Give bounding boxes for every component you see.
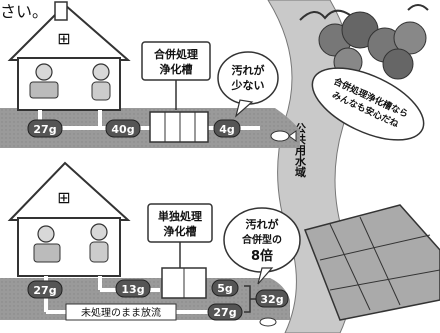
top-plant-label-line1: 合併処理 [154, 47, 198, 61]
header-fragment: さい。 [0, 2, 48, 21]
top-speech-bubble: 汚れが 少ない [217, 51, 279, 118]
top-amount-mid-badge [105, 119, 141, 138]
bottom-plant-label: 単独処理 浄化槽 [147, 203, 213, 268]
sum-bracket [244, 285, 256, 313]
top-amount-out-badge [213, 119, 241, 138]
bottom-amount-left-badge [27, 280, 63, 299]
bottom-amount-left: 27g [33, 284, 56, 297]
bottom-plant-label-line1: 単独処理 [158, 209, 202, 223]
top-plant-label-line2: 浄化槽 [160, 62, 193, 76]
top-amount-in: 27g [33, 123, 56, 136]
top-amount-in-badge [27, 119, 63, 138]
bottom-scene: ⊞ 27g 13g 単独処理 浄化槽 5g 27 [0, 161, 301, 321]
bottom-amount-mid-badge [115, 279, 151, 298]
bottom-amount-untreated-badge [207, 303, 243, 321]
top-person-left [35, 63, 53, 81]
bottom-window-icon: ⊞ [57, 188, 70, 207]
bottom-amount-out-untreated: 27g [213, 306, 236, 319]
bottom-bubble-line3: 8倍 [251, 248, 273, 264]
untreated-label-box [65, 303, 177, 321]
top-window-icon: ⊞ [57, 29, 70, 48]
bottom-person-left [37, 225, 55, 243]
bottom-bubble-line2: 合併型の [241, 233, 282, 246]
bottom-amount-treated-badge [211, 279, 239, 297]
top-house: ⊞ [7, 1, 131, 111]
bottom-person-right [90, 223, 108, 241]
top-scene: ⊞ 27g 40g 4g 合併処理 [0, 1, 300, 148]
top-person-right [92, 63, 110, 81]
bottom-amount-total: 32g [260, 293, 283, 306]
bottom-speech-bubble: 汚れが 合併型の 8倍 [223, 207, 301, 285]
bottom-treatment-tank [161, 267, 207, 299]
forest-speech-bubble: 合併処理浄化槽なら みんなも安心だね [311, 67, 425, 141]
bottom-house: ⊞ [7, 161, 131, 277]
bottom-amount-total-badge [255, 289, 289, 308]
bottom-bubble-line1: 汚れが [246, 217, 279, 231]
top-plant-label: 合併処理 浄化槽 [141, 41, 211, 110]
top-bubble-line1: 汚れが [232, 63, 265, 77]
top-amount-out: 4g [219, 123, 235, 136]
forest [318, 11, 427, 80]
top-bubble-line2: 少ない [231, 78, 265, 92]
top-treatment-tank [149, 111, 209, 143]
bottom-plant-label-line2: 浄化槽 [164, 224, 197, 238]
fish-icon-bottom [259, 317, 277, 327]
bottom-amount-out-treated: 5g [217, 282, 233, 295]
bottom-amount-mid: 13g [121, 283, 144, 296]
bird-icon [299, 4, 429, 21]
untreated-label: 未処理のまま放流 [81, 306, 161, 319]
fish-icon [270, 130, 297, 142]
top-amount-mid: 40g [111, 123, 134, 136]
rice-fields [303, 204, 440, 321]
